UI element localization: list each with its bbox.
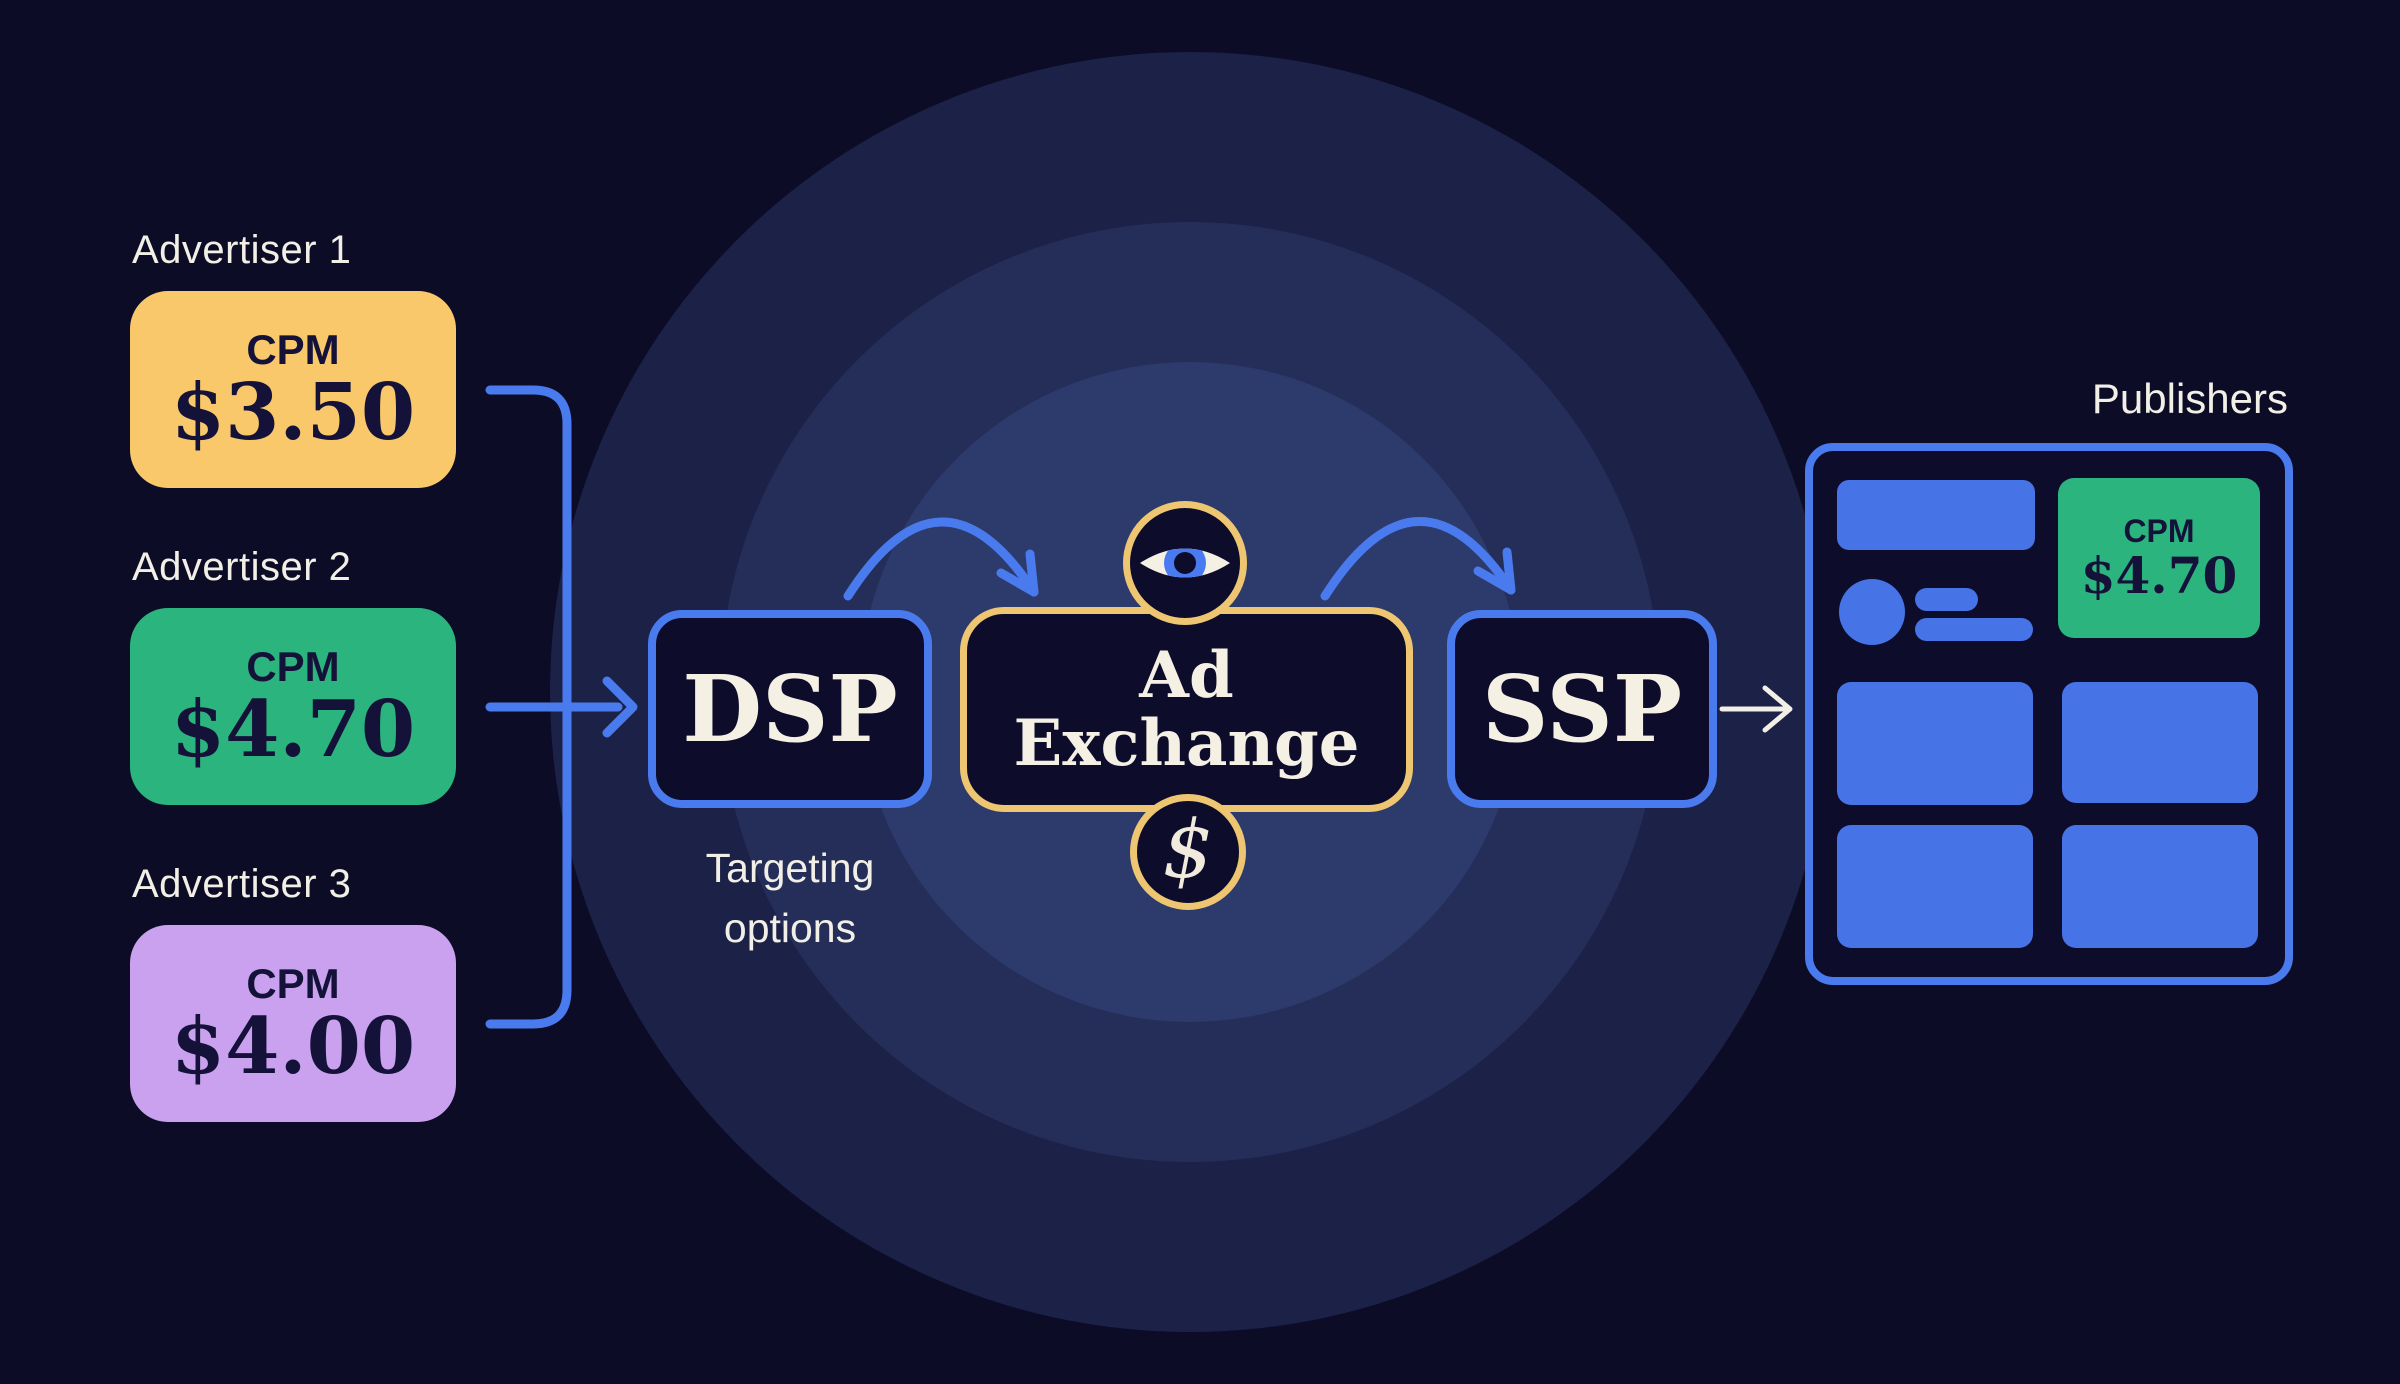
- ad-exchange-label-line1: Ad: [1139, 637, 1234, 713]
- advertiser-3-label: Advertiser 3: [132, 862, 352, 906]
- dsp-box: DSP: [648, 610, 932, 808]
- advertiser-1-label: Advertiser 1: [132, 228, 352, 272]
- dollar-symbol: $: [1162, 803, 1214, 896]
- dsp-label: DSP: [682, 655, 898, 763]
- advertiser-2-cpm-label: CPM: [246, 642, 340, 690]
- publisher-ad-slot: [1837, 825, 2033, 948]
- advertiser-3-cpm-card: CPM $4.00: [130, 925, 456, 1122]
- advertiser-3-cpm-value: $4.00: [170, 1000, 416, 1092]
- advertiser-3-cpm-label: CPM: [246, 959, 340, 1007]
- publisher-ad-slot: [1837, 682, 2033, 805]
- ad-exchange-label-line2: Exchange: [1013, 705, 1360, 781]
- advertiser-1-cpm-label: CPM: [246, 325, 340, 373]
- ssp-box: SSP: [1447, 610, 1717, 808]
- eye-icon: [1123, 501, 1247, 625]
- publisher-winning-ad-slot: CPM $4.70: [2058, 478, 2260, 638]
- publisher-ad-cpm-label: CPM: [2123, 513, 2195, 549]
- publisher-text-bar-short: [1915, 588, 1978, 611]
- ssp-label: SSP: [1481, 655, 1683, 763]
- publisher-content-block-header: [1837, 480, 2035, 550]
- advertiser-1-cpm-card: CPM $3.50: [130, 291, 456, 488]
- publisher-avatar: [1839, 579, 1905, 645]
- eye-icon-graphic: [1140, 548, 1230, 578]
- dollar-icon: $: [1130, 794, 1246, 910]
- publisher-ad-slot: [2062, 682, 2258, 803]
- advertiser-1-cpm-value: $3.50: [170, 366, 416, 458]
- publisher-ad-slot: [2062, 825, 2258, 948]
- dsp-caption-line1: Targeting: [705, 845, 875, 891]
- advertiser-2-cpm-value: $4.70: [170, 683, 416, 775]
- dsp-caption: Targeting options: [640, 838, 940, 958]
- advertiser-2-label: Advertiser 2: [132, 545, 352, 589]
- publisher-ad-cpm-value: $4.70: [2080, 546, 2238, 605]
- publisher-text-bar-long: [1915, 618, 2033, 641]
- publishers-title: Publishers: [2091, 375, 2288, 422]
- publishers-panel: CPM $4.70: [1805, 443, 2293, 985]
- advertiser-2-cpm-card: CPM $4.70: [130, 608, 456, 805]
- dsp-caption-line2: options: [723, 905, 857, 951]
- ad-exchange-box: Ad Exchange: [960, 607, 1413, 812]
